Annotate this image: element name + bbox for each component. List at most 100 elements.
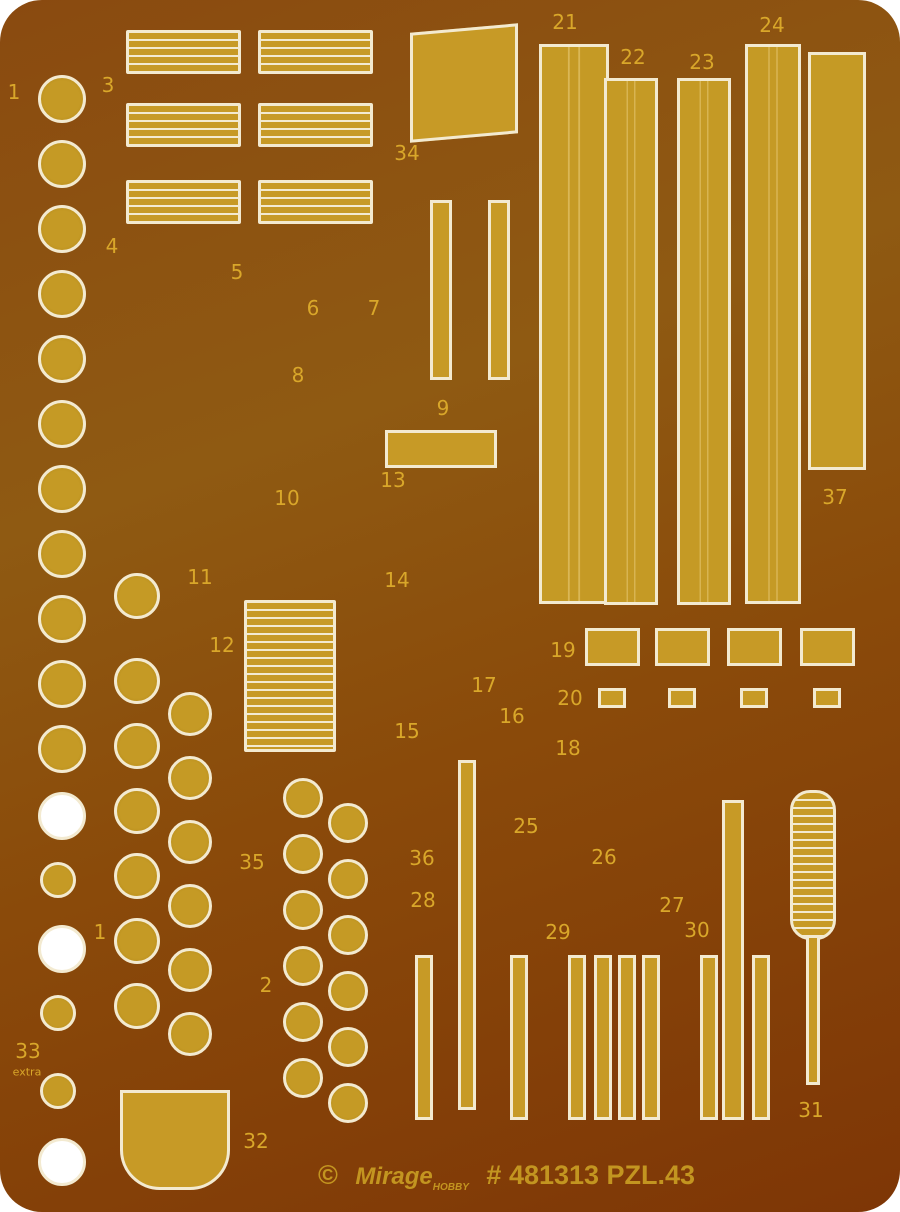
seat-part-12 (244, 600, 336, 752)
part-number-label: 15 (394, 719, 420, 743)
part-number-label: 7 (367, 296, 381, 320)
vent-grille-part (258, 30, 373, 74)
disc-part-white (38, 792, 86, 840)
part-number-label: 4 (105, 234, 119, 258)
part-number-label: 36 (409, 846, 435, 870)
part-number-label: 2 (259, 973, 273, 997)
part-number-label: 24 (759, 13, 785, 37)
part-number-label: 6 (306, 296, 320, 320)
part-number-label: 26 (591, 845, 617, 869)
bracket-part-13 (385, 430, 497, 468)
disc-part (38, 270, 86, 318)
tab-part-20 (813, 688, 841, 708)
disc-part (328, 1027, 368, 1067)
part-number-label: 29 (545, 920, 571, 944)
copyright-symbol: © (318, 1160, 338, 1190)
disc-part (168, 692, 212, 736)
disc-part (38, 465, 86, 513)
disc-part (38, 75, 86, 123)
part-number-label: 18 (555, 736, 581, 760)
part-number-label: 11 (187, 565, 213, 589)
disc-part (283, 778, 323, 818)
disc-part-white (38, 925, 86, 973)
rail-part-9 (488, 200, 510, 380)
belt-part-29 (700, 955, 718, 1120)
disc-part (114, 723, 160, 769)
belt-part-29 (752, 955, 770, 1120)
disc-part (328, 915, 368, 955)
belt-part-29 (510, 955, 528, 1120)
part-number-label: 28 (410, 888, 436, 912)
buckle-part-19 (585, 628, 640, 666)
strut-part-30 (722, 800, 744, 1120)
disc-part (328, 859, 368, 899)
disc-part (168, 948, 212, 992)
disc-part (168, 1012, 212, 1056)
part-number-label: 12 (209, 633, 235, 657)
part-number-label: 37 (822, 485, 848, 509)
disc-part (328, 803, 368, 843)
strut-part-28 (458, 760, 476, 1110)
vent-grille-part (258, 180, 373, 224)
panel-part-32 (120, 1090, 230, 1190)
part-number-label: 33 (15, 1039, 41, 1063)
part-number-label: 19 (550, 638, 576, 662)
disc-part (328, 1083, 368, 1123)
part-number-label: 23 (689, 50, 715, 74)
part-number-label: 14 (384, 568, 410, 592)
part-number-label: 20 (557, 686, 583, 710)
tab-part-20 (668, 688, 696, 708)
disc-part-small (40, 862, 76, 898)
product-code: # 481313 PZL.43 (486, 1160, 696, 1190)
disc-part (38, 725, 86, 773)
part-number-label: 17 (471, 673, 497, 697)
vent-grille-part (258, 103, 373, 147)
disc-part (283, 946, 323, 986)
fret-footer: © MirageHOBBY # 481313 PZL.43 (318, 1160, 695, 1193)
buckle-part-19 (727, 628, 782, 666)
disc-part (283, 1002, 323, 1042)
disc-part (168, 820, 212, 864)
longeron-strip-part (677, 78, 731, 605)
belt-part-29 (415, 955, 433, 1120)
grip-part-31 (790, 790, 836, 940)
longeron-strip-part (745, 44, 801, 604)
belt-part-29 (618, 955, 636, 1120)
disc-part (168, 884, 212, 928)
disc-part (114, 918, 160, 964)
strip-part-37 (808, 52, 866, 470)
part-number-label: 13 (380, 468, 406, 492)
longeron-strip-part (539, 44, 609, 604)
part-number-label: 31 (798, 1098, 824, 1122)
part-number-label: 3 (101, 73, 115, 97)
disc-part (114, 853, 160, 899)
part-number-label: 25 (513, 814, 539, 838)
disc-part-white (38, 1138, 86, 1186)
part-number-label: 32 (243, 1129, 269, 1153)
disc-part (38, 335, 86, 383)
part-number-label: 27 (659, 893, 685, 917)
part-number-label: 10 (274, 486, 300, 510)
tab-part-20 (740, 688, 768, 708)
disc-part-small (40, 1073, 76, 1109)
part-number-label: 1 (93, 920, 107, 944)
vent-grille-part (126, 103, 241, 147)
disc-part (328, 971, 368, 1011)
part-number-label: 1 (7, 80, 21, 104)
longeron-strip-part (604, 78, 658, 605)
vent-grille-part (126, 180, 241, 224)
disc-part (114, 658, 160, 704)
disc-part (114, 573, 160, 619)
part-number-label: 8 (291, 363, 305, 387)
disc-part (283, 834, 323, 874)
part-number-label: 22 (620, 45, 646, 69)
part-number-label: extra (12, 1065, 42, 1079)
buckle-part-19 (655, 628, 710, 666)
disc-part (38, 140, 86, 188)
belt-part-29 (642, 955, 660, 1120)
buckle-part-19 (800, 628, 855, 666)
part-number-label: 34 (394, 141, 420, 165)
disc-part (168, 756, 212, 800)
belt-part-29 (594, 955, 612, 1120)
